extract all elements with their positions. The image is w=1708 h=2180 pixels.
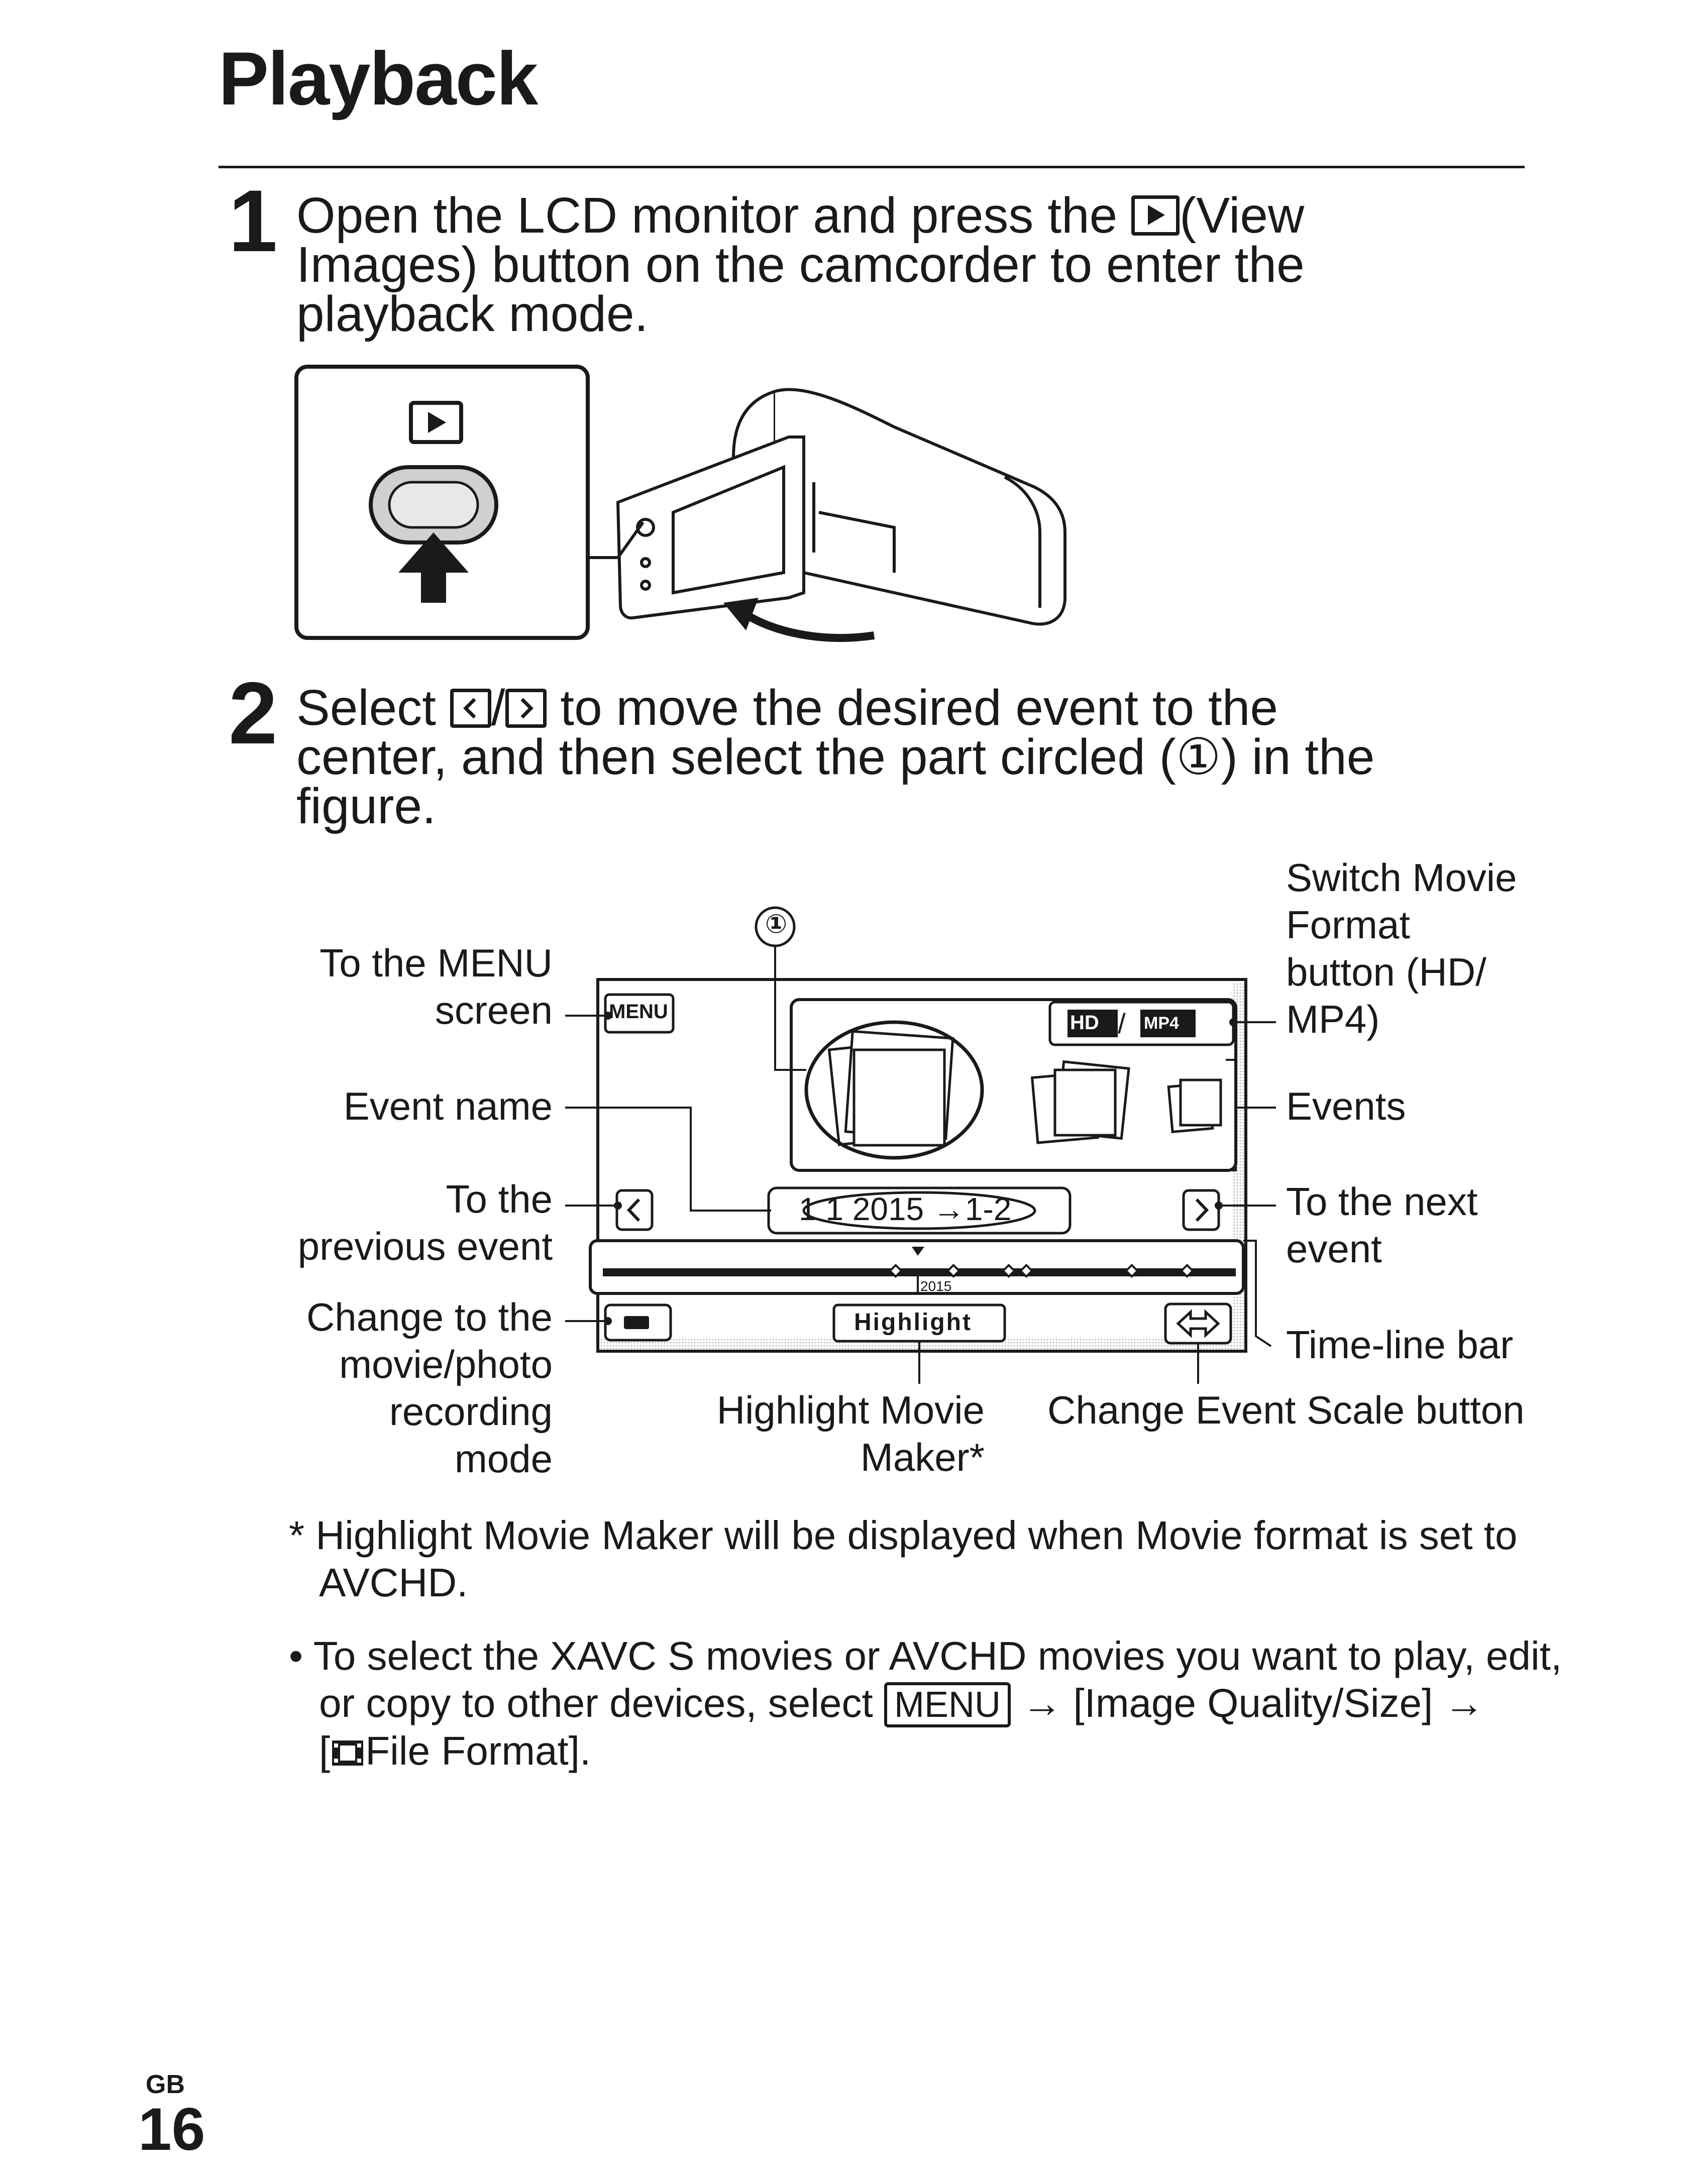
callout-previous-line-2: previous event: [297, 1224, 553, 1268]
page-number: 16: [138, 2096, 205, 2163]
callout-events: Events: [1286, 1084, 1406, 1128]
camcorder-illustration: [294, 365, 1066, 642]
event-thumbnails: [827, 1030, 1222, 1147]
language-tag: GB: [146, 2070, 185, 2099]
circled-1-marker: ①: [1176, 729, 1221, 785]
title-rule: [219, 166, 1525, 168]
bullet-note-line-1: • To select the XAVC S movies or AVCHD m…: [289, 1633, 1562, 1678]
film-format-icon: [330, 1731, 365, 1766]
movie-camera-icon: [624, 1316, 649, 1329]
selected-event-circle: [804, 1020, 984, 1160]
circled-1-icon: [755, 906, 796, 947]
mp4-badge: [1140, 1010, 1196, 1037]
step-2-line-1b: to move the desired event to the: [546, 680, 1278, 736]
callout-event-scale: Change Event Scale button: [1047, 1388, 1525, 1432]
callout-timeline: Time-line bar: [1286, 1323, 1514, 1367]
bullet-note: • To select the XAVC S movies or AVCHD m…: [289, 1633, 1562, 1773]
prev-chevron-icon: [626, 1198, 640, 1222]
bullet-note-line-2a: or copy to other devices, select: [319, 1681, 884, 1725]
prev-event-frame: [615, 1189, 654, 1231]
event-scale-frame: [1164, 1302, 1232, 1345]
step-1-line-1a: Open the LCD monitor and press the: [296, 187, 1132, 244]
callout-switch-line-1: Switch Movie: [1286, 855, 1517, 900]
step-2-line-2a: center, and then select the part circled…: [296, 729, 1176, 785]
menu-inline-button: MENU: [884, 1682, 1011, 1727]
timeline-markers: [888, 1263, 1195, 1278]
callout-previous: To the previous event: [251, 1175, 553, 1270]
step-2-line-2b: ) in the: [1221, 729, 1375, 785]
next-arrow-icon: [505, 689, 547, 728]
asterisk-note-line-1: * Highlight Movie Maker will be displaye…: [289, 1513, 1518, 1558]
callout-previous-line-1: To the: [446, 1177, 553, 1221]
callout-switch-format: Switch Movie Format button (HD/ MP4): [1286, 854, 1517, 1043]
step-1-number: 1: [229, 172, 278, 270]
bullet-note-line-2b: → [Image Quality/Size] →: [1011, 1681, 1484, 1725]
callout-mode: Change to the movie/photo recording mode: [251, 1293, 553, 1482]
screen-event-name[interactable]: 1 1 2015 →1-2: [799, 1191, 1012, 1227]
next-chevron-icon: [1195, 1198, 1209, 1222]
callout-switch-line-3: button (HD/: [1286, 950, 1486, 994]
view-images-icon: [1131, 195, 1180, 236]
press-arrow-icon: [398, 532, 469, 603]
callout-mode-line-2: movie/photo: [339, 1342, 553, 1386]
callout-lines: [565, 944, 1276, 1384]
callout-next-line-2: event: [1286, 1227, 1382, 1271]
timeline-position-icon: [912, 1247, 924, 1256]
callout-next: To the next event: [1286, 1178, 1478, 1272]
callout-highlight-line-2: Maker*: [860, 1435, 985, 1479]
step-2-slash: /: [491, 680, 505, 736]
format-slash: /: [1118, 1008, 1126, 1039]
asterisk-note: * Highlight Movie Maker will be displaye…: [289, 1512, 1517, 1606]
page-title: Playback: [219, 36, 538, 121]
step-2-line-3: figure.: [296, 778, 436, 834]
callout-next-line-1: To the next: [1286, 1179, 1478, 1224]
callout-mode-line-1: Change to the: [306, 1295, 553, 1339]
hd-badge: [1068, 1010, 1118, 1037]
step-1-line-1b: (View: [1180, 187, 1305, 244]
lcd-panel: [616, 435, 805, 620]
bullet-note-line-3: File Format].: [365, 1728, 591, 1773]
rotate-arrow-icon: [741, 609, 875, 642]
timeline-track: [603, 1268, 1236, 1276]
circle-marker-label: ①: [765, 910, 788, 939]
screen-menu-button[interactable]: MENU: [609, 1001, 668, 1023]
step-2-text: Select / to move the desired event to th…: [296, 683, 1374, 831]
screen-year-label: 2015: [920, 1278, 952, 1294]
step-2-line-1a: Select: [296, 680, 450, 736]
screen-mp4-label[interactable]: MP4: [1144, 1014, 1179, 1033]
step-1-text: Open the LCD monitor and press the (View…: [296, 190, 1305, 342]
next-event-frame: [1182, 1189, 1220, 1231]
asterisk-note-line-2: AVCHD.: [319, 1560, 468, 1605]
callout-event-name: Event name: [343, 1084, 553, 1128]
callout-switch-line-2: Format: [1286, 903, 1411, 947]
screen-highlight-button[interactable]: Highlight: [854, 1309, 972, 1336]
callout-mode-line-4: mode: [454, 1437, 553, 1481]
event-scale-icon: [1176, 1309, 1220, 1338]
play-button-icon: [409, 401, 463, 444]
callout-menu-line-1: To the MENU: [319, 941, 553, 985]
callout-menu-line-2: screen: [435, 988, 553, 1032]
previous-arrow-icon: [450, 689, 491, 728]
callout-menu: To the MENU screen: [251, 939, 553, 1034]
step-2-number: 2: [229, 665, 278, 762]
step-1-line-2: Images) button on the camcorder to enter…: [296, 237, 1305, 293]
screen-hd-label: HD: [1070, 1012, 1099, 1034]
callout-switch-line-4: MP4): [1286, 997, 1380, 1041]
callout-highlight-line-1: Highlight Movie: [716, 1388, 985, 1432]
step-1-line-3: playback mode.: [296, 286, 649, 342]
callout-highlight: Highlight Movie Maker*: [653, 1386, 985, 1481]
callout-mode-line-3: recording: [389, 1389, 553, 1434]
